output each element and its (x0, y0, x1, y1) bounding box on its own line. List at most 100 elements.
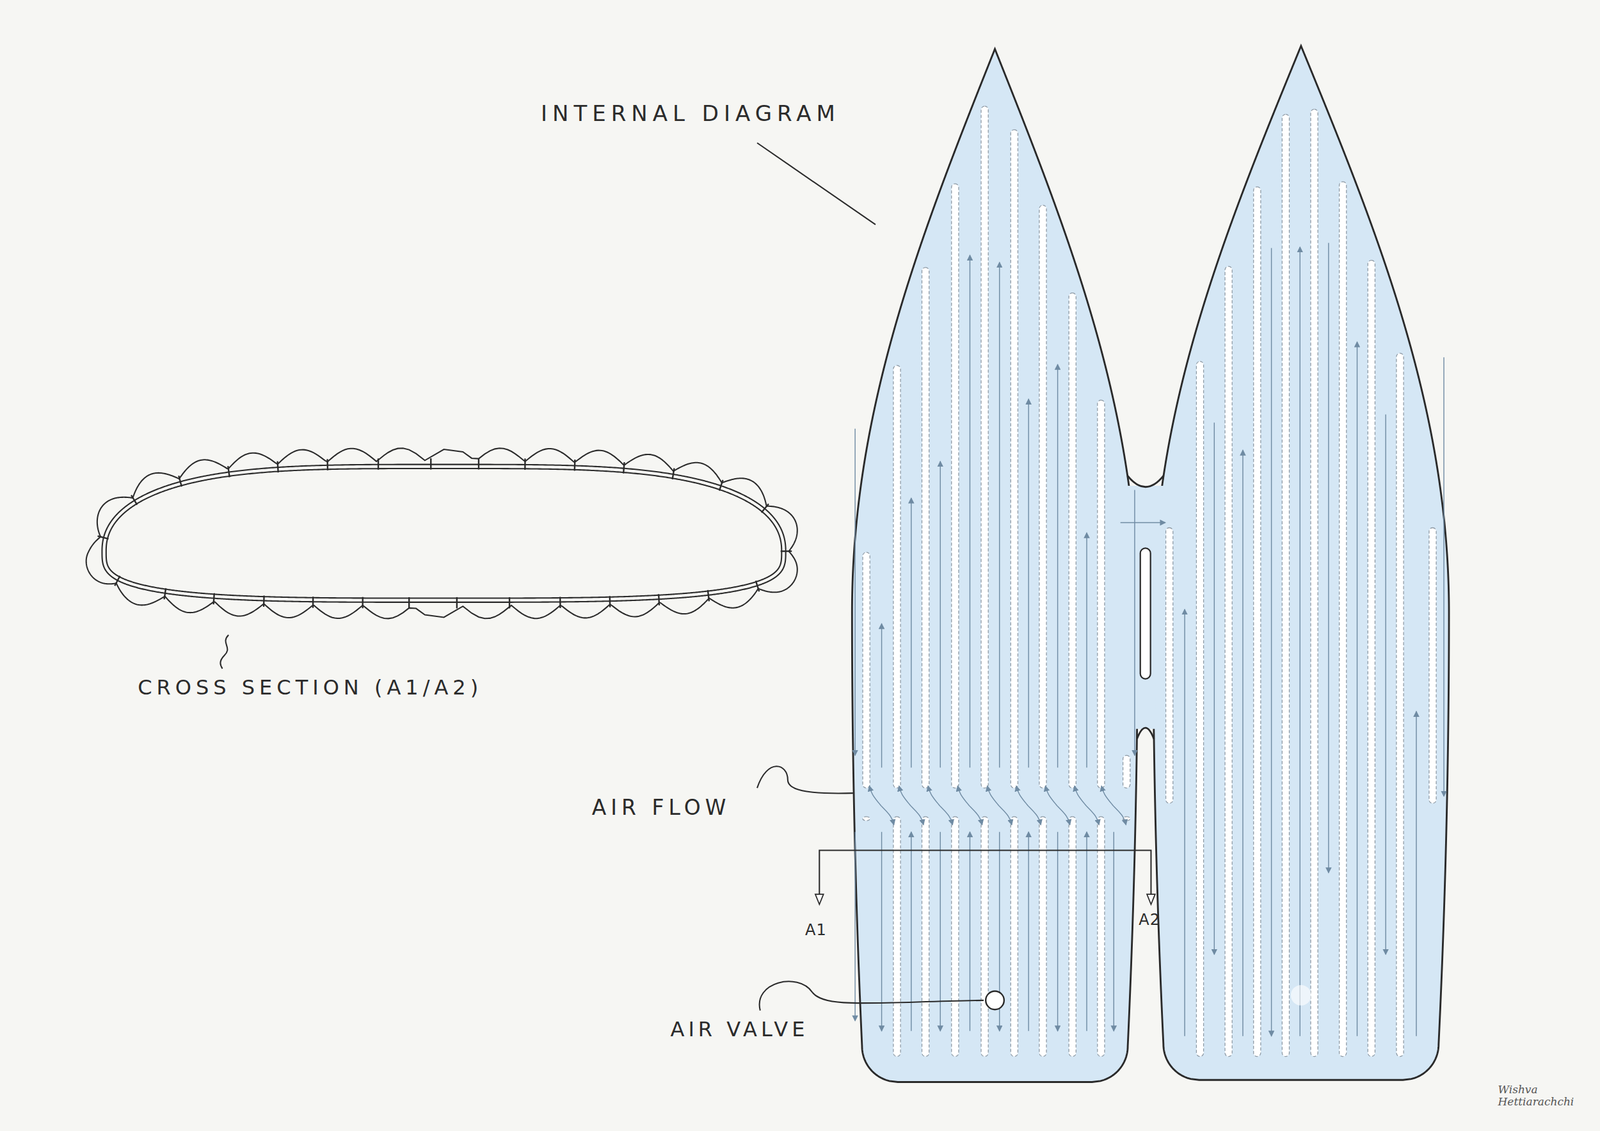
annotation-label: A1 (805, 921, 827, 939)
flow-arrow (969, 255, 971, 768)
flow-arrow (1113, 832, 1115, 1032)
flow-arrow (1113, 806, 1126, 825)
flow-arrow (911, 806, 924, 825)
bridge-slot (1140, 547, 1151, 679)
baffle-seam (1339, 181, 1347, 1057)
baffle-seam (862, 816, 870, 821)
flow-arrow (1134, 489, 1135, 756)
baffle-seam (981, 106, 989, 788)
flow-arrow (1086, 532, 1087, 768)
baffle-seam (1039, 205, 1047, 789)
baffle-seam (1196, 361, 1204, 1057)
seam-tick (508, 597, 511, 609)
seam-tick (719, 480, 724, 491)
baffle-seam (951, 183, 959, 788)
annotation-label: AIR VALVE (670, 1018, 809, 1041)
seam-tick (780, 550, 793, 552)
leader-line (757, 766, 854, 793)
section-arrowhead (1146, 894, 1156, 905)
flow-arrow (1045, 785, 1058, 807)
baffle-seam (1281, 114, 1289, 1057)
seam-tick (227, 465, 230, 477)
seam-tick (114, 576, 120, 587)
flow-arrow (1214, 422, 1215, 955)
seam-tick (623, 462, 624, 473)
flow-arrow (1027, 399, 1029, 768)
baffle-seam (981, 816, 989, 1057)
baffle-seam (1429, 527, 1437, 804)
flow-arrow (1328, 243, 1329, 873)
annotation-label: Wishva Hettiarachchi (1498, 1083, 1581, 1108)
air-valve (985, 991, 1005, 1010)
flow-arrow (1299, 247, 1301, 1037)
seam-tick (761, 503, 769, 512)
seam-tick (478, 458, 480, 470)
flow-arrow (1271, 248, 1272, 1037)
seam-tick (326, 458, 329, 471)
annotation-label: A2 (1138, 911, 1161, 928)
seam-tick (609, 595, 612, 608)
flow-arrow (1057, 364, 1058, 768)
flow-arrow (1057, 806, 1071, 825)
flow-arrow (999, 262, 1000, 768)
baffle-seam (951, 816, 959, 1057)
annotation-label: INTERNAL DIAGRAM (540, 101, 841, 126)
flow-arrow (940, 461, 941, 768)
flow-arrow (1028, 806, 1041, 825)
flow-arrow (1415, 711, 1417, 1037)
baffle-seam (1123, 755, 1131, 788)
cross-section-wall (101, 464, 786, 603)
flow-arrow (928, 785, 941, 807)
baffle-seam (893, 365, 901, 788)
flow-arrow (910, 497, 912, 768)
valve-highlight (1290, 984, 1312, 1006)
flow-arrow (1443, 357, 1444, 797)
seam-tick (277, 461, 279, 473)
baffle-seam (1166, 527, 1174, 804)
baffle-seam (1097, 400, 1105, 788)
baffle-seam (922, 816, 930, 1057)
flow-arrow (999, 806, 1012, 825)
board-outline (851, 49, 1138, 1083)
flow-arrow (1184, 609, 1185, 1037)
flow-arrow (854, 428, 856, 756)
baffle-seam (1367, 260, 1375, 1057)
baffle-seam (1010, 816, 1018, 1057)
flow-arrow (1101, 785, 1114, 807)
flow-arrow (1027, 832, 1029, 1032)
baffle-seam (862, 552, 870, 788)
flow-arrow (881, 806, 895, 825)
leader-line (220, 634, 229, 669)
baffle-seam (1396, 353, 1404, 1057)
seam-tick (559, 596, 562, 608)
seam-tick (361, 597, 363, 609)
baffle-seam (1068, 293, 1076, 788)
baffle-seam (893, 816, 901, 1057)
baffle-seam (922, 267, 930, 788)
seam-tick (755, 580, 760, 592)
seam-tick (707, 590, 710, 601)
annotation-label: CROSS SECTION (A1/A2) (137, 676, 483, 699)
flow-arrow (1086, 832, 1087, 1032)
section-line (819, 849, 1151, 896)
leader-line (757, 142, 876, 225)
board-outline (1153, 46, 1449, 1080)
seam-tick (97, 536, 109, 539)
seam-tick (164, 588, 167, 600)
flow-arrow (910, 832, 912, 1032)
flow-arrow (1384, 414, 1386, 955)
seam-tick (672, 468, 675, 480)
flow-arrow (869, 785, 882, 807)
flow-arrow (1016, 785, 1029, 807)
flow-arrow (881, 623, 882, 768)
section-arrowhead (815, 894, 824, 905)
notch-edge (1127, 475, 1164, 488)
cross-section-wall (86, 448, 798, 619)
flow-arrow (881, 832, 882, 1032)
seam-tick (178, 475, 182, 487)
flow-arrow (957, 785, 970, 807)
flow-arrow (1074, 785, 1087, 807)
seam-tick (456, 597, 458, 609)
seam-tick (312, 596, 315, 608)
